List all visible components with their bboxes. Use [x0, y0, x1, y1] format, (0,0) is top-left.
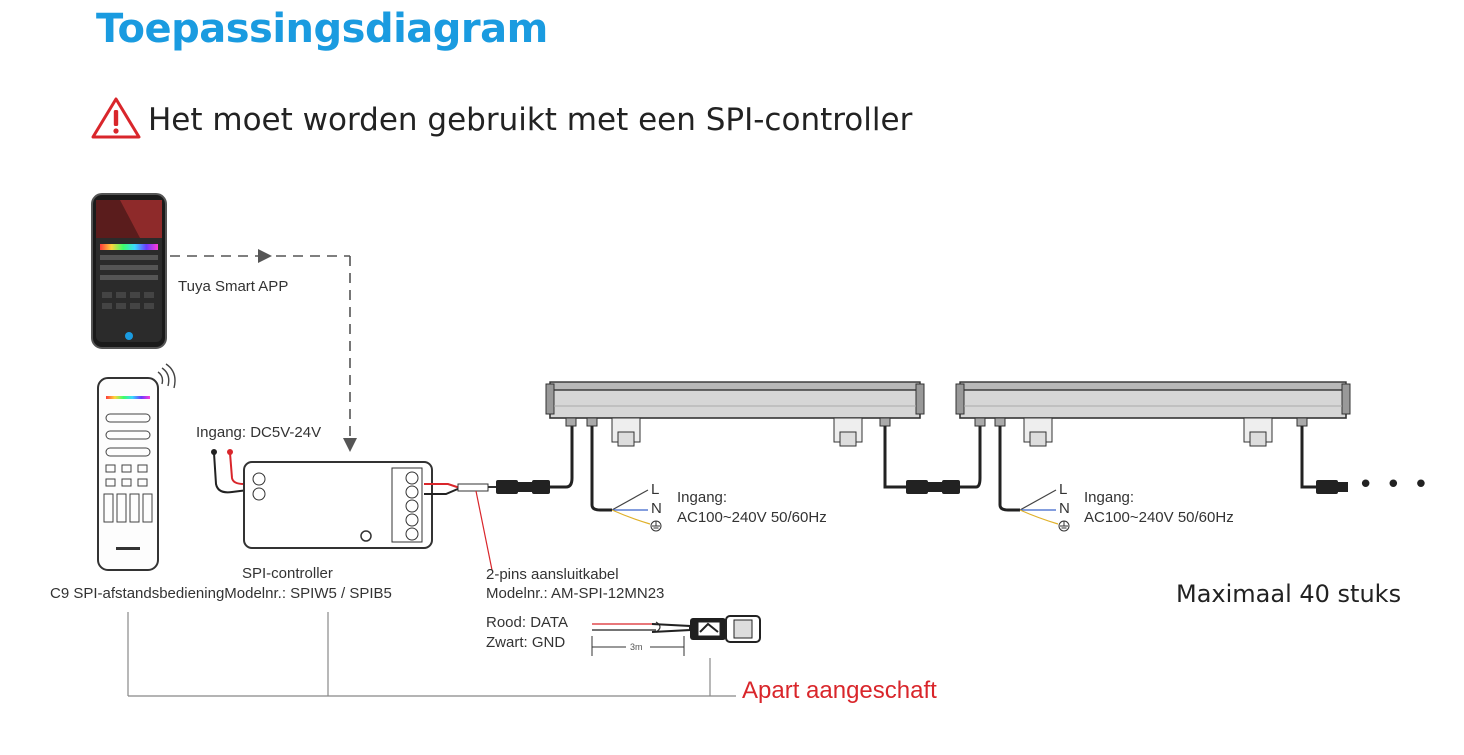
controller-name-label: SPI-controller: [242, 565, 333, 582]
cable-model-label: Modelnr.: AM-SPI-12MN23: [486, 585, 665, 602]
led-wall-washer-2: [955, 381, 1351, 525]
warning-text: Het moet worden gebruikt met een SPI-con…: [148, 102, 913, 138]
page-title: Toepassingsdiagram: [96, 6, 548, 52]
black-wire-label: Zwart: GND: [486, 634, 566, 651]
lamp2-input-label: Ingang:: [1084, 489, 1135, 506]
controller-output-wires: [424, 418, 574, 571]
remote-control-image: [97, 363, 176, 571]
smartphone-image: [91, 193, 167, 349]
lamp1-n-label: N: [651, 500, 662, 517]
remote-label: C9 SPI-afstandsbedieningModelnr.: SPIW5 …: [50, 585, 392, 602]
continuation-dots: • • •: [1358, 470, 1431, 500]
controller-input-label: Ingang: DC5V-24V: [196, 424, 322, 441]
cable-length-label: 3m: [630, 642, 643, 652]
controller-model-label: Modelnr.: SPIW5 / SPIB5: [224, 585, 392, 602]
max-quantity-label: Maximaal 40 stuks: [1176, 580, 1402, 608]
cable-name-label: 2-pins aansluitkabel: [486, 566, 619, 583]
wireless-link: [170, 249, 357, 452]
lamp2-l-label: L: [1059, 481, 1068, 498]
red-wire-label: Rood: DATA: [486, 614, 568, 631]
lamp2-n-label: N: [1059, 500, 1070, 517]
remote-name: C9 SPI-afstandsbediening: [50, 585, 225, 602]
app-label: Tuya Smart APP: [178, 278, 289, 295]
separately-purchased-bracket: [127, 612, 736, 697]
led-wall-washer-1: [545, 381, 982, 525]
dc-input-wires: [211, 449, 249, 494]
connection-cable-image: [591, 615, 761, 656]
separately-purchased-label: Apart aangeschaft: [742, 677, 937, 704]
lamp2-voltage-label: AC100~240V 50/60Hz: [1084, 509, 1234, 526]
lamp1-input-label: Ingang:: [677, 489, 728, 506]
lamp1-l-label: L: [651, 481, 660, 498]
ground-symbol-icon: [650, 520, 1070, 532]
warning-triangle-icon: [91, 97, 141, 139]
spi-controller-image: [243, 461, 433, 549]
lamp1-voltage-label: AC100~240V 50/60Hz: [677, 509, 827, 526]
